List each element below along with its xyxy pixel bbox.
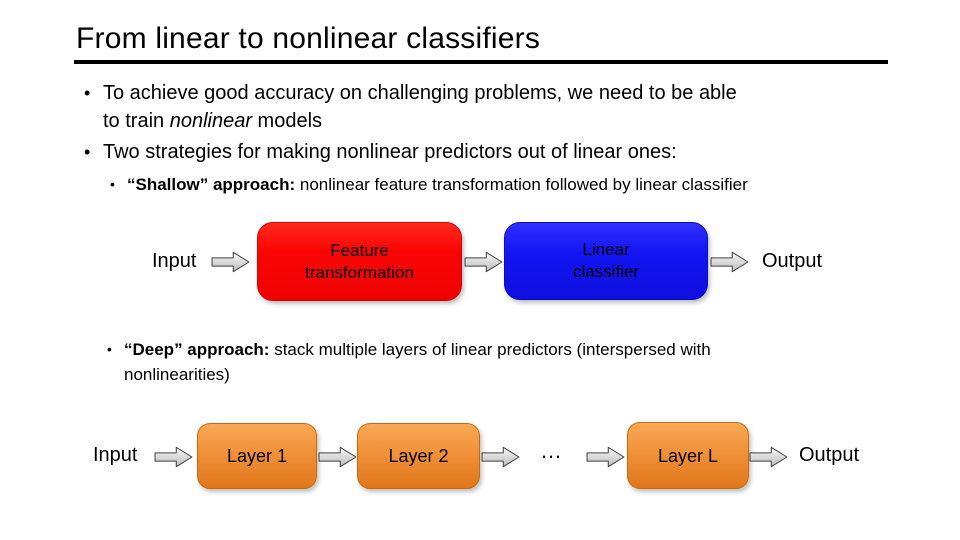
right-arrow-icon: [710, 251, 749, 273]
sub-bullet-rest: nonlinear feature transformation followe…: [295, 175, 748, 194]
layer-L-box: Layer L: [627, 422, 749, 489]
bullet-marker: •: [110, 176, 115, 192]
feature-transformation-box: Feature transformation: [257, 222, 462, 301]
bullet-text-line2-pre: to train: [103, 110, 170, 132]
right-arrow-icon: [318, 446, 357, 468]
sub-bullet-text: “Shallow” approach: nonlinear feature tr…: [127, 172, 748, 197]
bullet-text-italic-nonlinear: nonlinear: [169, 110, 252, 132]
sub-bullet-bold-shallow: “Shallow” approach:: [127, 175, 296, 194]
sub-bullet-rest-line2: nonlinearities): [124, 365, 230, 384]
right-arrow-icon: [749, 446, 788, 468]
sub-bullet-rest-line1: stack multiple layers of linear predicto…: [269, 340, 711, 359]
sub-bullet-text: “Deep” approach: stack multiple layers o…: [124, 337, 711, 387]
deep-input-label: Input: [93, 444, 138, 466]
title-underline-rule: [74, 60, 888, 64]
layer-L-label: Layer L: [657, 445, 719, 466]
layer-2-box: Layer 2: [357, 423, 480, 489]
bullet-marker: •: [107, 341, 112, 357]
bullet-nonlinear-models: • To achieve good accuracy on challengin…: [84, 79, 884, 135]
linear-box-label-line2: classifier: [572, 262, 640, 281]
linear-box-label-line1: Linear: [582, 240, 630, 259]
bullet-two-strategies: • Two strategies for making nonlinear pr…: [84, 138, 884, 166]
right-arrow-icon: [154, 446, 193, 468]
layers-ellipsis: …: [540, 438, 562, 463]
right-arrow-icon: [464, 251, 503, 273]
layer-2-label: Layer 2: [388, 446, 449, 466]
slide-title: From linear to nonlinear classifiers: [76, 22, 541, 55]
linear-classifier-box: Linear classifier: [504, 222, 708, 300]
deep-output-label: Output: [799, 444, 860, 466]
right-arrow-icon: [481, 446, 520, 468]
shallow-input-label: Input: [152, 250, 197, 272]
layer-1-box: Layer 1: [197, 423, 317, 489]
sub-bullet-deep-approach: • “Deep” approach: stack multiple layers…: [107, 337, 847, 387]
bullet-marker: •: [84, 83, 91, 103]
layer-1-label: Layer 1: [226, 446, 288, 466]
right-arrow-icon: [211, 251, 250, 273]
bullet-text-line1: To achieve good accuracy on challenging …: [103, 82, 737, 104]
bullet-text: To achieve good accuracy on challenging …: [103, 79, 737, 135]
bullet-marker: •: [84, 142, 91, 162]
right-arrow-icon: [586, 446, 625, 468]
shallow-output-label: Output: [762, 250, 823, 272]
feature-box-label-line1: Feature: [330, 240, 389, 260]
sub-bullet-shallow-approach: • “Shallow” approach: nonlinear feature …: [110, 172, 900, 197]
bullet-text-line2-post: models: [252, 110, 323, 132]
bullet-text: Two strategies for making nonlinear pred…: [103, 141, 677, 163]
feature-box-label-line2: transformation: [305, 262, 414, 282]
sub-bullet-bold-deep: “Deep” approach:: [124, 340, 270, 359]
